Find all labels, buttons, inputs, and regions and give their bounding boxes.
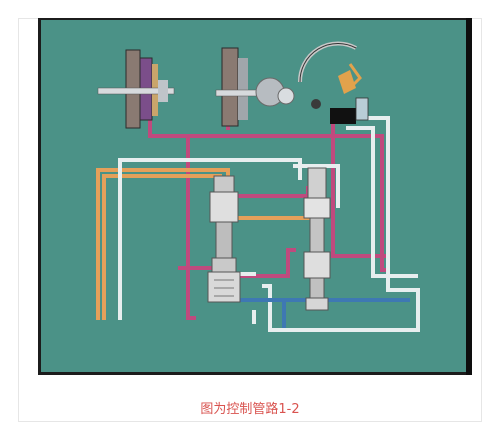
orange-line-inner [102,174,222,320]
band-servo [297,41,369,124]
pink-line-left-drop [186,136,196,320]
pink-line-top [148,110,386,272]
white-line-left [118,158,302,320]
white-line-top-right [293,164,340,208]
servo-block [330,108,356,124]
valve-body-right [303,167,331,311]
clutch-pack-right [215,47,295,127]
hydraulic-circuit-drawing [41,18,472,375]
clutch-pack-left [97,49,175,129]
frame-edge [466,18,472,375]
figure-caption: 图为控制管路1-2 [200,402,300,417]
white-line-loop [262,116,420,332]
pink-stub-2 [238,248,296,278]
white-line-right-vertical [346,126,418,278]
valve-body-left [207,175,241,303]
hydraulic-diagram-figure [38,18,472,375]
